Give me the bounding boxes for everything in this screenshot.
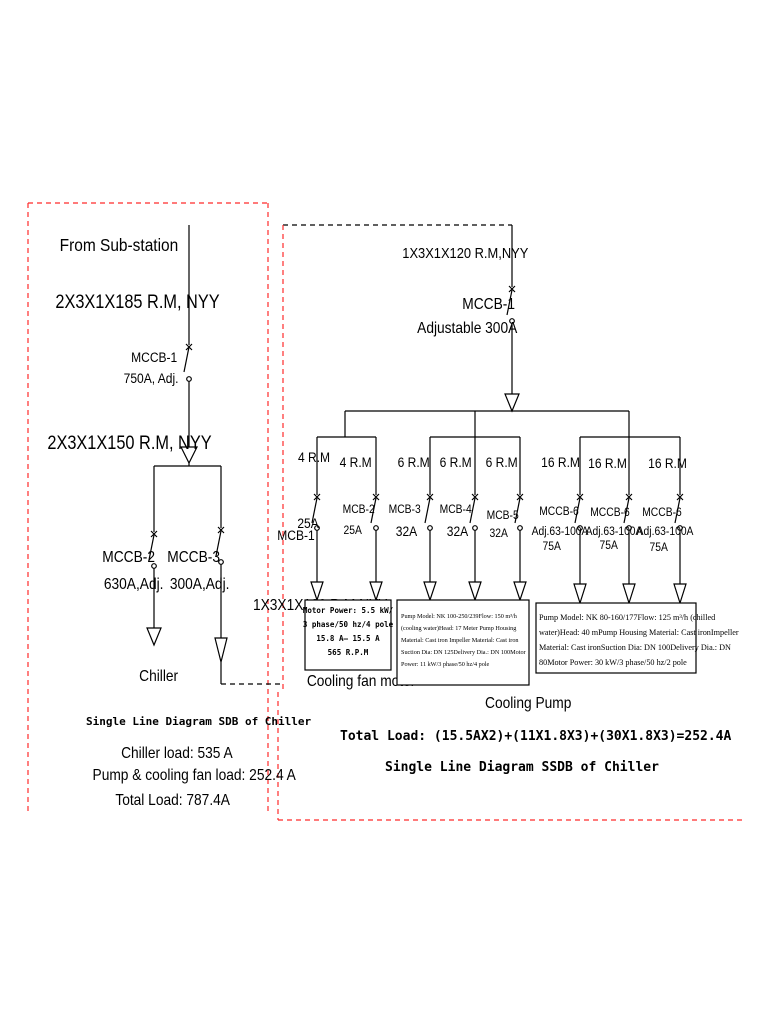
branch-name-label: MCCB-6 <box>642 506 682 519</box>
fan-spec-line: 3 phase/50 hz/4 pole <box>303 620 394 629</box>
mccb1-name-label: MCCB-1 <box>131 349 177 365</box>
fan-spec-line: 565 R.P.M <box>328 648 369 657</box>
incoming-cable-label: 2X3X1X185 R.M, NYY <box>55 291 219 312</box>
mccb1-rating-label: 750A, Adj. <box>124 370 179 386</box>
source-label: From Sub-station <box>60 235 179 255</box>
down-arrow-icon <box>146 627 162 647</box>
branch-rating-label: 25A <box>297 515 319 531</box>
mccb2-rating-label: 630A,Adj. <box>104 575 164 593</box>
branch-cable-label: 6 R.M <box>440 454 472 470</box>
branch-rating-label: 75A <box>600 539 619 552</box>
fan-spec-line: Motor Power: 5.5 kW/ <box>303 606 394 615</box>
branch-adj-label: Adj.63-100A <box>532 525 589 538</box>
mccb3-name-label: MCCB-3 <box>167 548 220 566</box>
branch-rating-label: 32A <box>396 523 418 539</box>
branch-name-label: MCCB-6 <box>539 505 579 518</box>
pump2-spec-line: water)Head: 40 mPump Housing Material: C… <box>539 628 739 637</box>
branch-mccb6-c <box>673 437 687 605</box>
branch-name-label: MCB-3 <box>389 503 421 516</box>
fan-motor-spec-box <box>304 599 392 671</box>
branch-rating-label: 32A <box>447 523 469 539</box>
branch-rating-label: 32A <box>490 527 509 540</box>
chiller-load-label: Chiller <box>139 667 178 685</box>
branch-name-label: MCB-5 <box>487 509 519 522</box>
pump-load-summary: Pump & cooling fan load: 252.4 A <box>93 766 296 784</box>
ssdb-mccb1-name-label: MCCB-1 <box>462 295 515 313</box>
pump2-spec-box <box>535 602 697 674</box>
pump2-spec-line: Material: Cast ironSuction Dia: DN 100De… <box>539 643 731 652</box>
pump2-spec-line: Pump Model: NK 80-160/177Flow: 125 m³/h … <box>539 613 715 622</box>
branch-mccb6-a <box>573 437 587 605</box>
branch-mcb4 <box>468 437 482 602</box>
down-arrow-icon <box>504 393 520 413</box>
branch-cable-label: 6 R.M <box>486 454 518 470</box>
pump1-spec-line: Suction Dia: DN 125Delivery Dia.: DN 100… <box>401 649 526 656</box>
ssdb-incoming-cable-label: 1X3X1X120 R.M,NYY <box>402 244 529 261</box>
ssdb-mccb1-switch <box>506 285 516 324</box>
mccb1-switch <box>183 343 193 382</box>
branch-name-label: MCB-1 <box>277 527 314 543</box>
branch-adj-label: Adj.63-100A <box>586 525 643 538</box>
branch-name-label: MCB-4 <box>440 503 472 516</box>
branch-name-label: MCB-2 <box>343 503 375 516</box>
down-arrow-icon <box>180 446 198 465</box>
mccb3-rating-label: 300A,Adj. <box>170 575 230 593</box>
total-load-summary: Total Load: 787.4A <box>115 791 230 809</box>
branch-name-label: MCCB-6 <box>590 506 630 519</box>
left-panel-border <box>27 202 269 815</box>
pump1-spec-line: Power: 11 kW/3 phase/50 hz/4 pole <box>401 661 490 668</box>
branch-cable-label: 6 R.M <box>398 454 430 470</box>
ssdb-total-load: Total Load: (15.5AX2)+(11X1.8X3)+(30X1.8… <box>340 729 732 744</box>
branch-cable-label: 4 R.M <box>340 454 372 470</box>
branch-mccb6-b <box>622 437 636 605</box>
branch-cable-label: 16 R.M <box>541 454 580 470</box>
mccb2-name-label: MCCB-2 <box>102 548 155 566</box>
pump1-spec-line: Pump Model: NK 100-250/239Flow: 150 m³/h <box>401 613 518 620</box>
pump2-spec-line: 80Motor Power: 30 kW/3 phase/50 hz/2 pol… <box>539 658 687 667</box>
chiller-load-summary: Chiller load: 535 A <box>121 744 233 762</box>
pump1-spec-line: Material: Cast iron Impeller Material: C… <box>401 637 519 644</box>
pump1-spec-line: (cooling water)Head: 17 Meter Pump Housi… <box>401 625 516 632</box>
branch-rating-label: 75A <box>543 540 562 553</box>
branch-mcb1 <box>310 437 324 602</box>
ssdb-mccb1-rating-label: Adjustable 300A <box>417 319 517 337</box>
fan-spec-line: 15.8 A– 15.5 A <box>316 634 380 643</box>
branch-mcb3 <box>423 437 437 602</box>
pump1-spec-box <box>396 599 530 686</box>
branch-adj-label: Adj.63-100A <box>637 525 694 538</box>
branch-cable-label: 16 R.M <box>648 455 687 471</box>
right-diagram-title: Single Line Diagram SSDB of Chiller <box>385 760 659 775</box>
left-diagram-title: Single Line Diagram SDB of Chiller <box>86 715 312 728</box>
branch-cable-label: 16 R.M <box>588 455 627 471</box>
branch-mcb2 <box>369 437 383 602</box>
branch-mcb5 <box>513 437 527 602</box>
branch-cable-label: 4 R.M <box>298 449 330 465</box>
cooling-pump-label: Cooling Pump <box>485 694 571 712</box>
branch-rating-label: 25A <box>344 524 363 537</box>
cooling-fan-motor-label: Cooling fan motor <box>307 672 416 690</box>
right-panel-border <box>277 224 742 821</box>
down-arrow-icon <box>214 637 228 663</box>
branch-rating-label: 75A <box>650 541 669 554</box>
mccb2-switch <box>148 530 158 569</box>
bus-cable-label: 2X3X1X150 R.M, NYY <box>47 432 211 453</box>
